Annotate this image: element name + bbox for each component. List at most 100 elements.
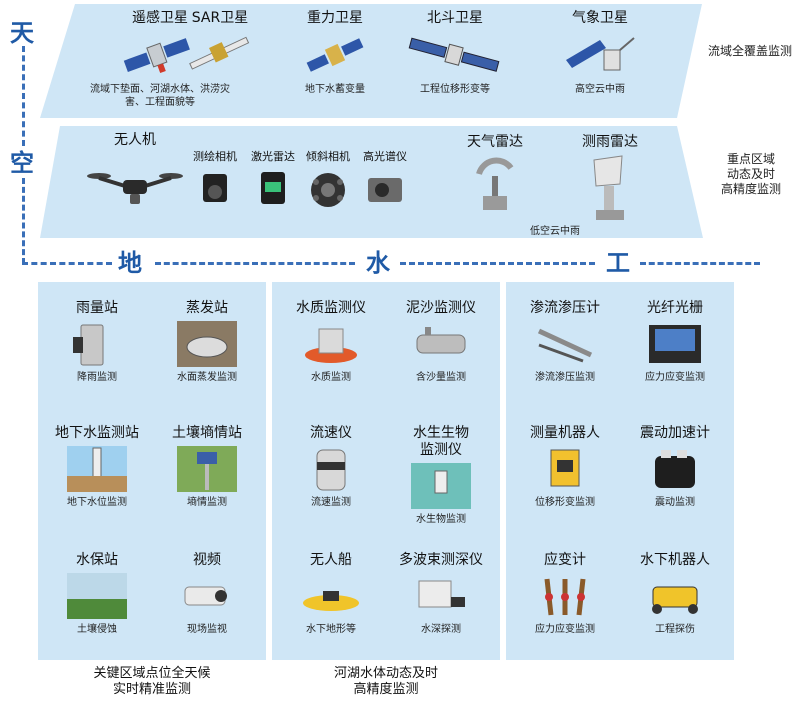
ground-item-title: 测量机器人 [530,425,600,441]
current-meter-icon [301,445,361,493]
ground-item-desc: 含沙量监测 [416,372,466,383]
ground-item: 雨量站降雨监测 [42,300,152,384]
weather-radar-icon [465,154,525,214]
total-station-icon [535,445,595,493]
ground-item: 蒸发站水面蒸发监测 [152,300,262,384]
column-footer: 关键区域点位全天候 实时精准监测 [93,666,211,697]
payload-title: 激光雷达 [251,150,295,163]
ground-item: 水生生物 监测仪水生物监测 [386,425,496,526]
satellite-title: SAR卫星 [191,10,249,26]
groundwater-station-icon [67,445,127,493]
lidar-icon [253,168,293,210]
ground-item-desc: 土壤侵蚀 [77,624,117,635]
radar-desc: 低空云中雨 [530,226,580,237]
sediment-monitor-icon [411,320,471,368]
ground-item-desc: 流速监测 [311,497,351,508]
satellite-title: 重力卫星 [307,10,363,26]
rain-radar-icon [580,154,640,224]
ground-item: 视频现场监视 [152,552,262,636]
soil-moisture-station-icon [177,445,237,493]
ground-item: 光纤光栅应力应变监测 [620,300,730,384]
ground-item-title: 流速仪 [310,425,352,441]
video-camera-icon [177,572,237,620]
ground-item-desc: 应力应变监测 [535,624,595,635]
drone-icon [85,152,185,212]
payload-title: 高光谱仪 [363,150,407,163]
ground-item-desc: 水下地形等 [306,624,356,635]
satellite-tier-panel [40,4,702,118]
ground-item-desc: 地下水位监测 [67,497,127,508]
ground-item-desc: 降雨监测 [77,372,117,383]
ground-item-title: 泥沙监测仪 [406,300,476,316]
multibeam-sounder-icon [411,572,471,620]
ground-item-desc: 渗流渗压监测 [535,372,595,383]
ground-item-title: 雨量站 [76,300,118,316]
ground-char: 地 [118,249,142,277]
ground-item: 测量机器人位移形变监测 [510,425,620,509]
ground-item-title: 多波束测深仪 [399,552,483,568]
payload-lidar: 激光雷达 [243,148,303,213]
engineering-char: 工 [606,249,630,277]
sky-char: 天 [10,19,34,47]
ground-item-desc: 水质监测 [311,372,351,383]
payload-hyperspectral: 高光谱仪 [355,148,415,213]
strain-gauge-icon [535,572,595,620]
ground-item-title: 应变计 [544,552,586,568]
accelerometer-icon [645,445,705,493]
drone-title: 无人机 [114,132,156,148]
ground-item-title: 渗流渗压计 [530,300,600,316]
ground-item-desc: 应力应变监测 [645,372,705,383]
ground-item-desc: 水生物监测 [416,514,466,525]
hyperspectral-icon [364,168,406,210]
ground-item-title: 地下水监测站 [55,425,139,441]
evaporation-station-icon [177,320,237,368]
ground-item-title: 水生生物 监测仪 [413,425,469,458]
mapping-camera-icon [195,168,235,210]
piezometer-icon [535,320,595,368]
ground-item-title: 土壤墒情站 [172,425,242,441]
ground-item-title: 震动加速计 [640,425,710,441]
payload-oblique-camera: 倾斜相机 [298,148,358,213]
ground-item: 水下机器人工程探伤 [620,552,730,636]
ground-item-title: 蒸发站 [186,300,228,316]
ground-item-title: 光纤光栅 [647,300,703,316]
payload-title: 倾斜相机 [306,150,350,163]
rain-gauge-icon [67,320,127,368]
radar-rain-item: 测雨雷达 [570,134,650,227]
ground-item-desc: 现场监视 [187,624,227,635]
air-tier-label: 重点区域 动态及时 高精度监测 [720,152,781,196]
ground-item: 震动加速计震动监测 [620,425,730,509]
ground-item-title: 视频 [193,552,221,568]
ground-item-desc: 水深探测 [421,624,461,635]
satellite-tier-label: 流域全覆盖监测 [707,44,792,58]
satellite-desc: 高空云中雨 [575,84,625,95]
satellite-desc: 工程位移形变等 [420,84,490,95]
column-footer: 河湖水体动态及时 高精度监测 [333,666,438,697]
dashed-line-ground-2 [155,262,355,265]
ground-item-desc: 墒情监测 [187,497,227,508]
underwater-robot-icon [645,572,705,620]
ground-item: 无人船水下地形等 [276,552,386,636]
satellite-title: 气象卫星 [572,10,628,26]
payload-title: 测绘相机 [193,150,237,163]
gravity-satellite-icon [300,30,370,80]
ground-item: 土壤墒情站墒情监测 [152,425,262,509]
air-char: 空 [10,149,34,177]
ground-item-desc: 工程探伤 [655,624,695,635]
aquatic-monitor-icon [411,462,471,510]
radar-title: 天气雷达 [467,134,523,150]
dashed-line-sky [22,46,25,146]
ground-item-title: 无人船 [310,552,352,568]
satellite-title: 遥感卫星 [132,10,188,26]
satellite-item-beidou: 北斗卫星 工程位移形变等 [400,10,510,96]
satellite-desc: 流域下垫面、河湖水体、洪涝灾害、工程面貌等 [90,84,230,108]
ground-item-desc: 水面蒸发监测 [177,372,237,383]
satellite-desc: 地下水蓄变量 [305,84,365,95]
unmanned-boat-icon [301,572,361,620]
ground-item: 水质监测仪水质监测 [276,300,386,384]
ground-item: 应变计应力应变监测 [510,552,620,636]
beidou-satellite-icon [405,30,505,80]
satellite-item-gravity: 重力卫星 地下水蓄变量 [295,10,375,96]
satellite-item-sar: SAR卫星 [180,10,260,83]
ground-item: 泥沙监测仪含沙量监测 [386,300,496,384]
